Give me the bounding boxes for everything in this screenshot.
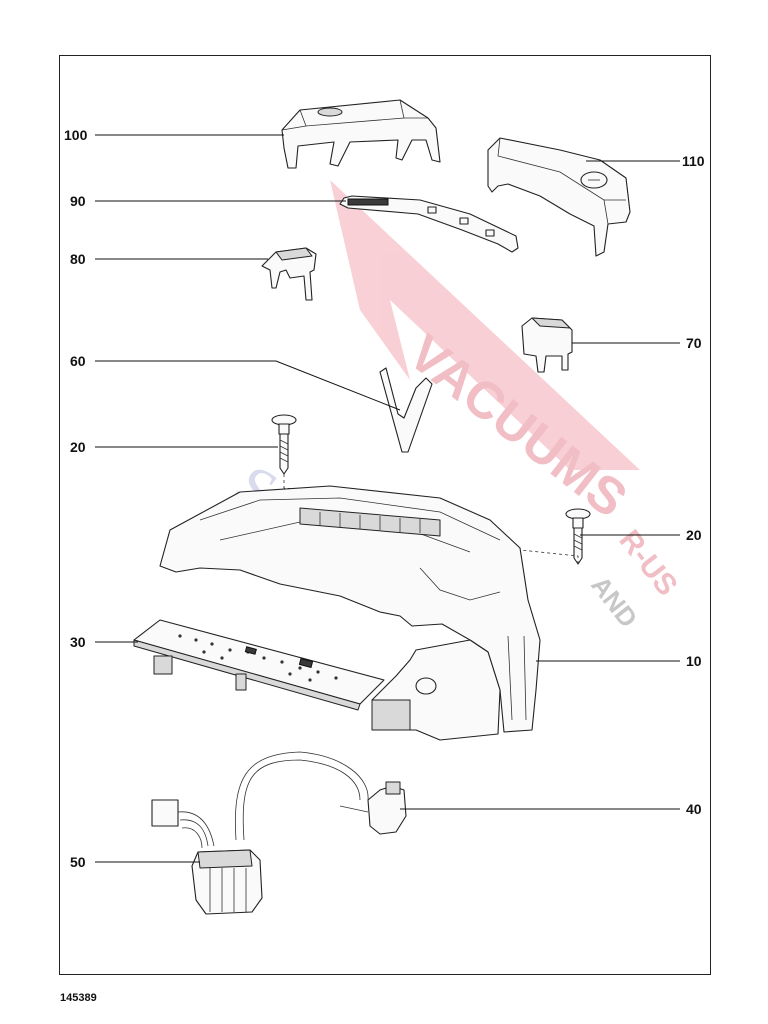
- part-50-connector-harness: [151, 799, 263, 915]
- part-20-screw-left: [271, 414, 297, 475]
- callout-30: 30: [70, 634, 86, 650]
- callout-110: 110: [682, 153, 705, 169]
- wiring: [177, 751, 369, 849]
- part-110-rear-cover: [487, 137, 631, 257]
- part-70-push-button: [521, 317, 573, 373]
- part-80-button-bracket: [261, 247, 317, 301]
- callout-70: 70: [686, 335, 702, 351]
- callout-labels: 100 110 90 80 70 60 20 20 30 10 40 50: [64, 127, 705, 870]
- watermark-red-arrow: [330, 180, 640, 470]
- part-10-handle-housing: [159, 485, 541, 741]
- callout-60: 60: [70, 353, 86, 369]
- part-100-top-cover: [281, 99, 441, 169]
- part-90-membrane-keypad: [339, 195, 519, 253]
- drawing-frame: [59, 55, 711, 975]
- callout-90: 90: [70, 193, 86, 209]
- part-60-v-spring: [379, 367, 433, 453]
- callout-100: 100: [64, 127, 88, 143]
- callout-50: 50: [70, 854, 86, 870]
- callout-20-left: 20: [70, 439, 86, 455]
- watermark-and-text: AND: [585, 570, 643, 633]
- part-20-screw-right: [565, 508, 591, 565]
- document-number: 145389: [60, 992, 97, 1004]
- callout-40: 40: [686, 801, 702, 817]
- leader-lines: [95, 134, 680, 863]
- callout-80: 80: [70, 251, 86, 267]
- callout-20-right: 20: [686, 527, 702, 543]
- part-30-circuit-board: [133, 619, 385, 711]
- callout-10: 10: [686, 653, 702, 669]
- part-40-micro-switch: [339, 781, 407, 835]
